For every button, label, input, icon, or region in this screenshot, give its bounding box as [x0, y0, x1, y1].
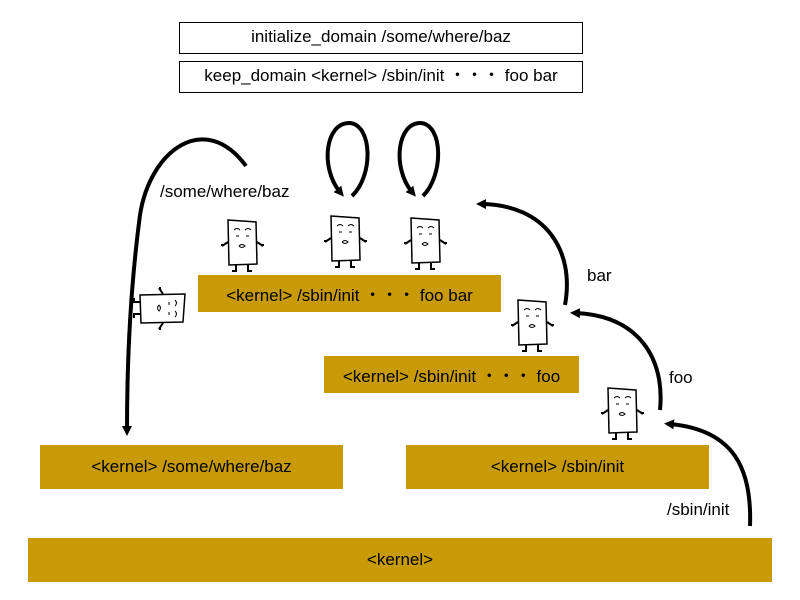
- domain-foo-bar-label: <kernel> /sbin/init ・・・ foo bar: [226, 286, 473, 305]
- arrow-some-where-baz: [122, 137, 248, 436]
- arrow-sbin-init: [664, 419, 753, 527]
- process-character-icon: [600, 387, 645, 440]
- process-character-icon: [510, 299, 555, 352]
- domain-sbin-init: <kernel> /sbin/init: [406, 445, 709, 489]
- domain-foo-bar: <kernel> /sbin/init ・・・ foo bar: [198, 275, 501, 312]
- process-character-icon: [323, 215, 368, 268]
- domain-foo: <kernel> /sbin/init ・・・ foo: [324, 356, 579, 393]
- keep-domain-command: keep_domain <kernel> /sbin/init ・・・ foo …: [179, 61, 583, 93]
- transition-label-foo: foo: [669, 368, 693, 387]
- keep-loop-1: [325, 120, 370, 198]
- arrow-bar: [476, 199, 569, 306]
- process-character-icon: [403, 217, 448, 270]
- arrow-foo: [570, 308, 663, 411]
- domain-sbin-init-label: <kernel> /sbin/init: [490, 457, 625, 476]
- domain-kernel: <kernel>: [28, 538, 772, 582]
- domain-kernel-label: <kernel>: [366, 550, 434, 569]
- initialize-domain-command: initialize_domain /some/where/baz: [179, 22, 583, 54]
- keep-loop-2: [397, 120, 441, 198]
- domain-some-where-baz-label: <kernel> /some/where/baz: [91, 457, 292, 476]
- process-character-icon: [220, 219, 265, 272]
- process-character-icon: [133, 286, 186, 331]
- domain-some-where-baz: <kernel> /some/where/baz: [40, 445, 343, 489]
- transition-label-bar: bar: [587, 266, 612, 285]
- domain-foo-label: <kernel> /sbin/init ・・・ foo: [342, 367, 561, 386]
- transition-label-some-where-baz: /some/where/baz: [160, 182, 290, 201]
- transition-label-sbin-init: /sbin/init: [667, 500, 730, 519]
